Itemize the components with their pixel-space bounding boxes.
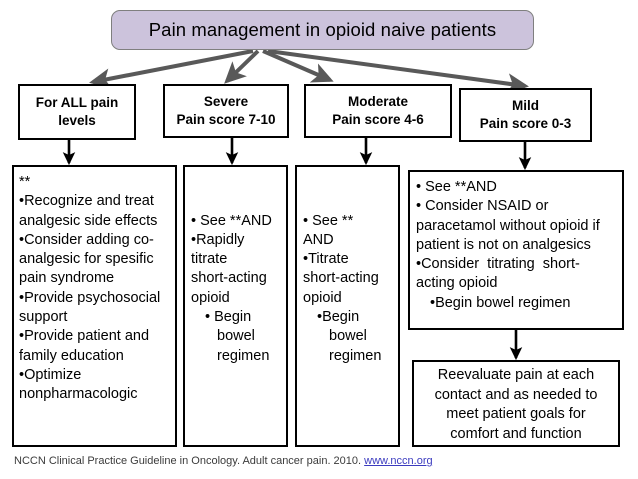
body-line: opioid [191,289,230,306]
body-line: •Optimize [19,366,82,383]
body-box-mild: • See **AND • Consider NSAID or paracetamo… [408,170,624,330]
fan-arrow-group [89,49,529,94]
body-line: •Provide patient and [19,328,150,345]
body-line: support [19,308,68,325]
body-line: bowel [217,328,255,345]
diagram-title: Pain management in opioid naive patients [111,10,534,50]
nccn-link[interactable]: www.nccn.org [364,455,433,467]
header-box-all-pain: For ALL pain levels [18,84,136,140]
body-line: nonpharmacologic [19,386,138,403]
body-line: comfort and function [450,426,582,443]
body-line: regimen [329,347,382,364]
header-line-1: Severe [203,94,249,110]
body-line: Reevaluate pain at each [437,367,595,383]
body-line: •Begin bowel regimen [430,294,571,311]
body-line: paracetamol without opioid if [416,217,600,234]
body-line: opioid [303,289,342,306]
fan-arrow-to-all-pain [89,49,254,89]
body-line: • See **AND [191,212,272,229]
footer-citation: NCCN Clinical Practice Guideline in Onco… [14,455,433,467]
body-box-moderate: • See ** AND •Titrate short-acting opioid •Be… [295,165,400,447]
body-line: •Consider titrating short- [416,256,580,273]
body-line: • See ** [303,212,354,229]
body-box-severe: • See **AND •Rapidly titrate short-acting op… [183,165,288,447]
body-line: •Consider adding co- [19,231,154,248]
body-line: AND [303,231,334,248]
body-line: •Begin [317,308,360,325]
header-line-2: Pain score 0-3 [479,116,572,131]
header-box-mild: Mild Pain score 0-3 [459,88,592,142]
header-box-moderate: Moderate Pain score 4-6 [304,84,452,138]
body-line [191,173,282,192]
body-line: •Rapidly [191,231,245,248]
body-box-reevaluate: Reevaluate pain at each contact and as ne… [412,360,620,447]
body-line: analgesic side effects [19,212,158,229]
body-line: meet patient goals for [446,406,586,423]
body-line [303,192,394,211]
body-box-all-pain: ** •Recognize and treat analgesic side eff… [12,165,177,447]
body-line: ** [19,174,31,190]
body-line: short-acting [303,270,379,287]
body-line: • Begin [205,308,252,325]
body-line [303,173,394,192]
header-box-severe: Severe Pain score 7-10 [163,84,289,138]
footer-citation-text: NCCN Clinical Practice Guideline in Onco… [14,455,365,467]
body-line: acting opioid [416,275,498,292]
body-line: family education [19,347,124,364]
body-line: • See **AND [416,179,497,195]
body-line: •Provide psychosocial [19,289,161,306]
body-line: patient is not on analgesics [416,236,591,253]
fan-arrow-to-severe [224,49,260,84]
header-line-1: For ALL pain [35,95,119,111]
header-line-1: Moderate [347,94,408,110]
header-line-2: Pain score 4-6 [332,112,424,127]
body-line: regimen [217,347,270,364]
body-line: analgesic for spesific [19,251,154,268]
fan-arrow-to-mild [267,49,529,94]
header-line-2: levels [58,113,96,128]
body-line: pain syndrome [19,270,115,287]
body-line [191,192,282,211]
body-line: •Titrate [303,251,349,268]
body-line: contact and as needed to [434,386,598,403]
body-line: short-acting [191,270,267,287]
body-line: bowel [329,328,367,345]
fan-arrow-to-moderate [262,49,334,83]
body-line: titrate [191,251,228,268]
header-line-2: Pain score 7-10 [176,112,276,127]
body-line: • Consider NSAID or [416,198,549,215]
body-line: •Recognize and treat [19,193,154,210]
header-line-1: Mild [512,98,539,114]
